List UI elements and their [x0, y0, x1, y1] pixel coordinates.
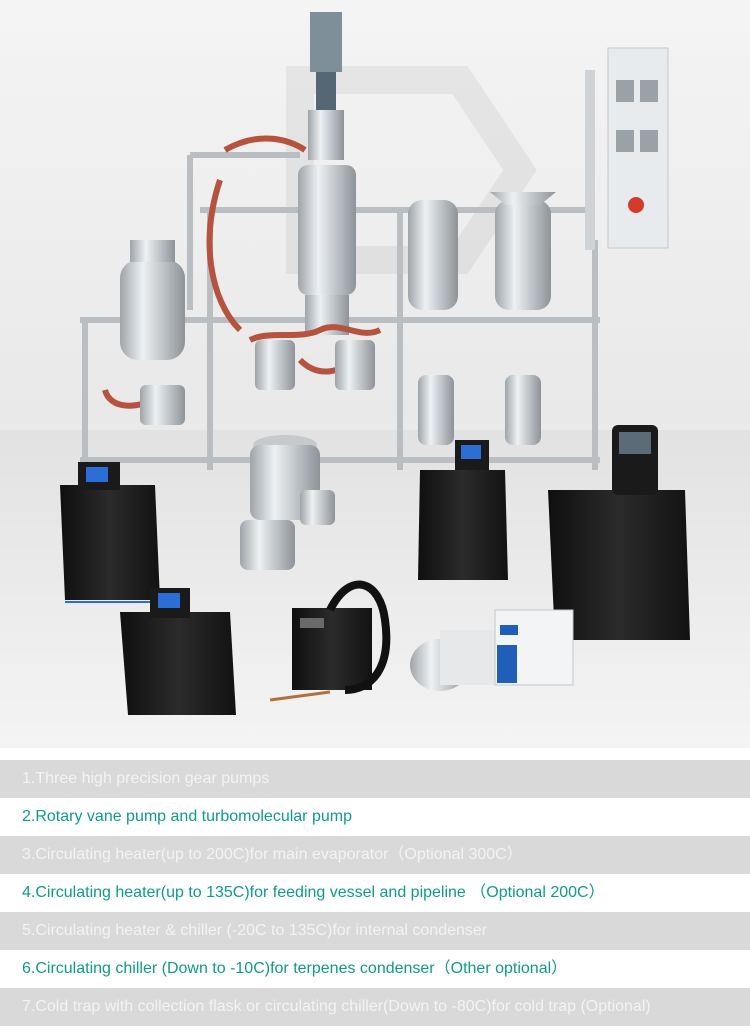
feeding-vessel	[120, 240, 185, 360]
feature-item-1: 1.Three high precision gear pumps	[0, 760, 750, 798]
feature-item-4: 4.Circulating heater(up to 135C)for feed…	[0, 874, 750, 912]
feature-item-3: 3.Circulating heater(up to 200C)for main…	[0, 836, 750, 874]
control-cabinet	[585, 47, 669, 250]
cold-trap-chiller	[269, 580, 391, 702]
feature-item-2: 2.Rotary vane pump and turbomolecular pu…	[0, 798, 750, 836]
feature-list: 1.Three high precision gear pumps 2.Rota…	[0, 760, 750, 1026]
main-evaporator	[298, 12, 356, 335]
feature-item-7: 7.Cold trap with collection flask or cir…	[0, 988, 750, 1026]
distillation-system-illustration	[0, 12, 750, 748]
gear-pumps	[140, 340, 375, 425]
heated-pipelines	[102, 135, 382, 409]
heater-front-left	[120, 588, 236, 715]
turbomolecular-pump	[240, 435, 335, 570]
feature-item-6: 6.Circulating chiller (Down to -10C)for …	[0, 950, 750, 988]
product-image	[0, 0, 750, 748]
heater-center	[418, 440, 508, 580]
condensers	[408, 192, 556, 445]
rotary-vane-pump	[410, 609, 574, 691]
feature-item-5: 5.Circulating heater & chiller (-20C to …	[0, 912, 750, 950]
heater-right	[548, 425, 690, 640]
heater-left	[60, 462, 160, 603]
